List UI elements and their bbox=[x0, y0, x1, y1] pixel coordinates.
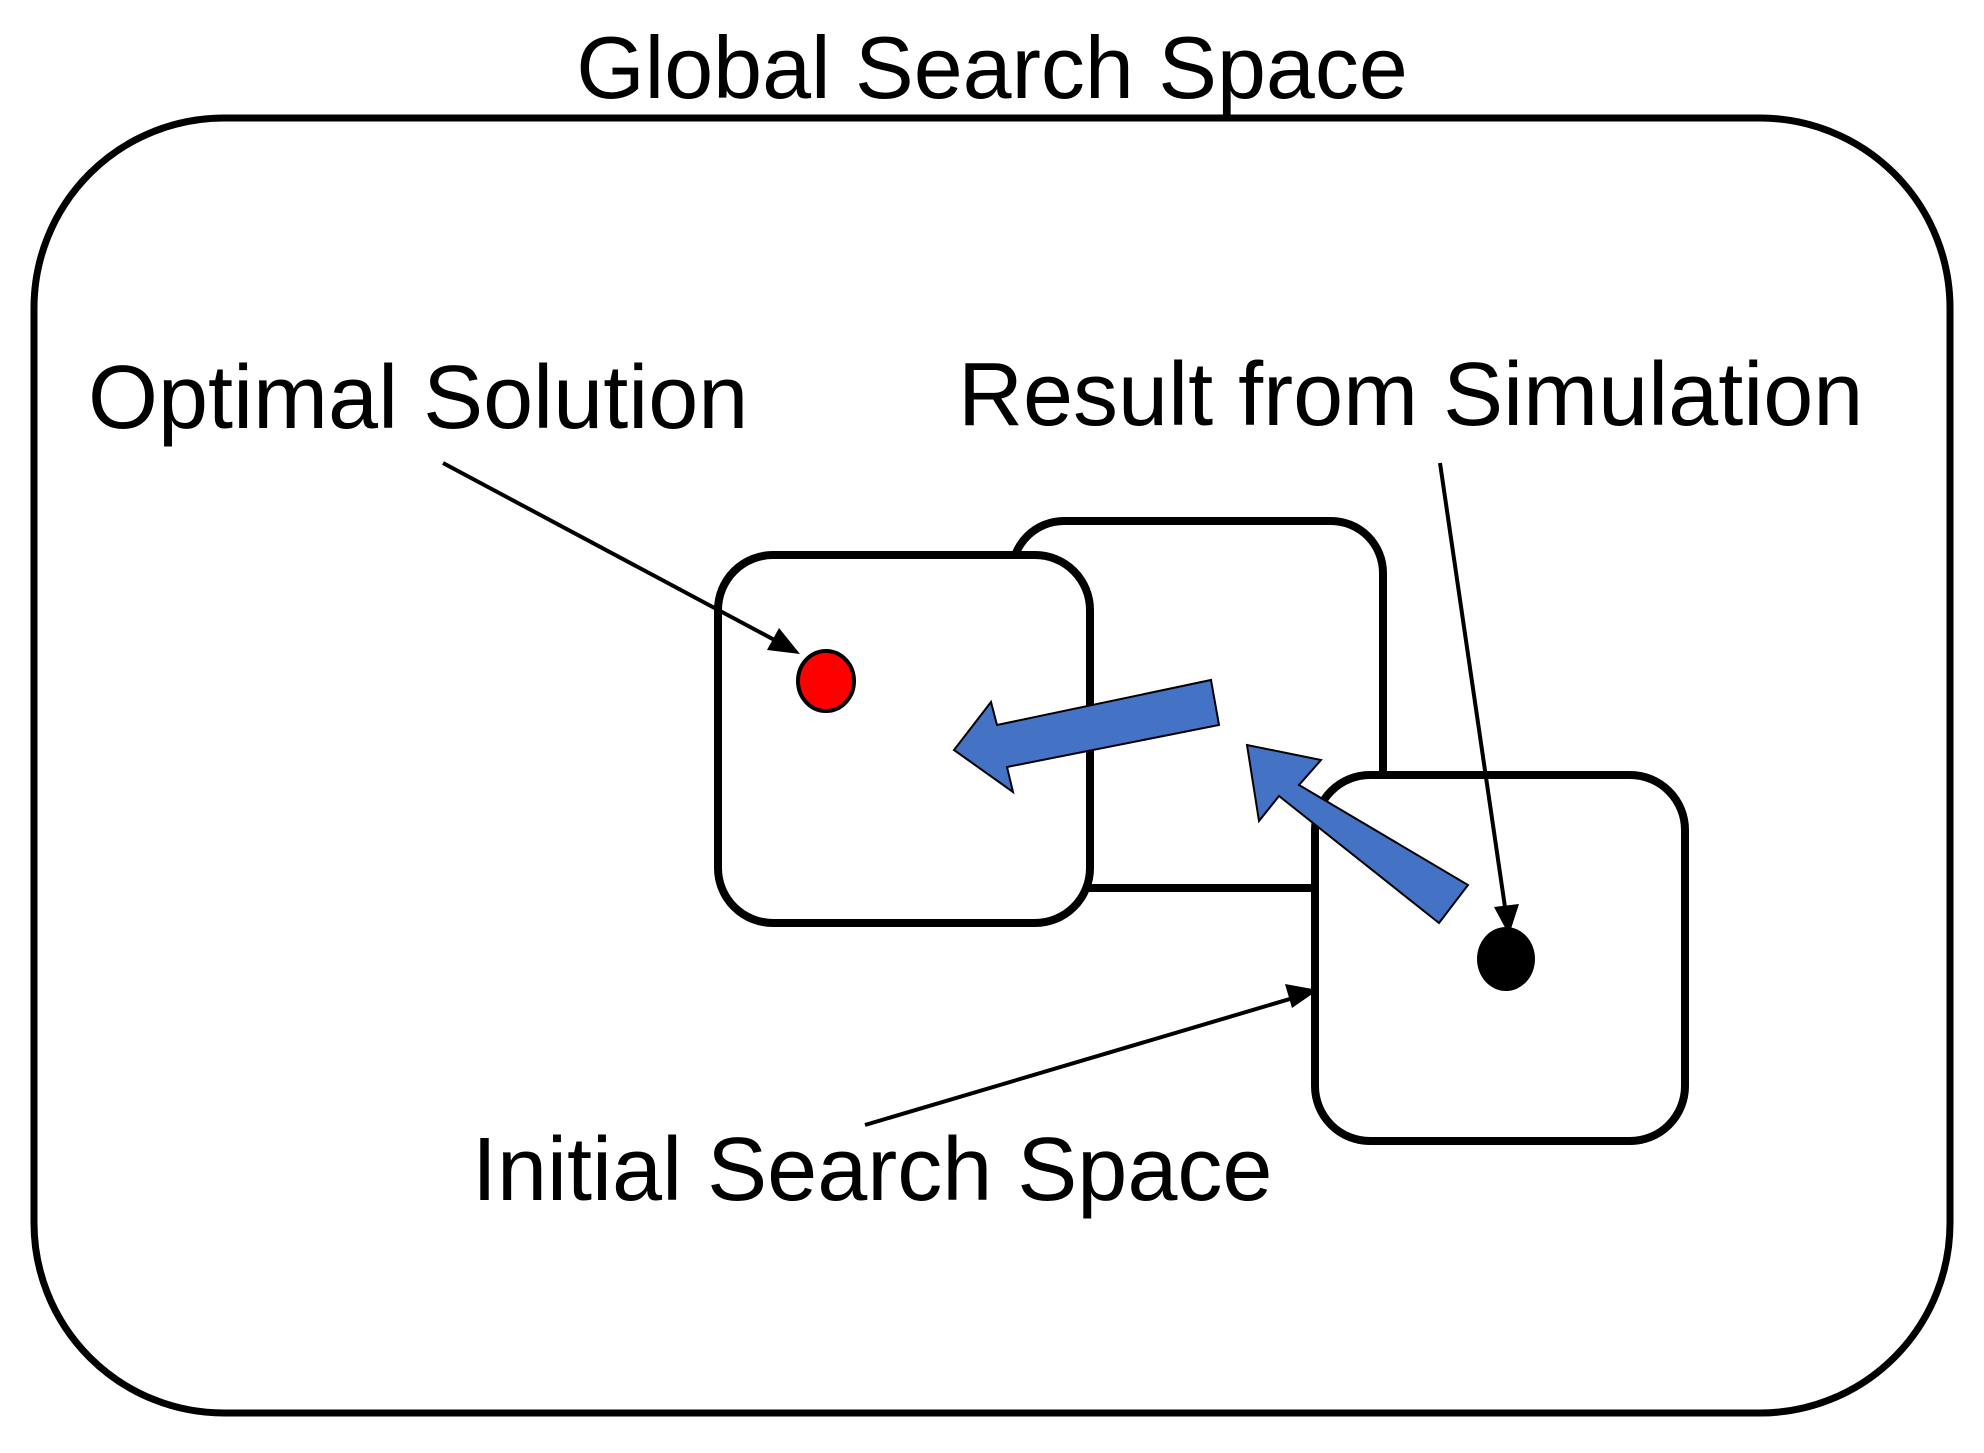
move-arrow-middle-to-optimal bbox=[952, 678, 1221, 795]
optimal-solution-pointer-head bbox=[767, 628, 800, 654]
optimal-solution-pointer-line bbox=[442, 461, 783, 646]
result-from-simulation-label: Result from Simulation bbox=[958, 345, 1863, 445]
initial-search-space-pointer-head bbox=[1285, 984, 1318, 1008]
simulation-result-pointer-line bbox=[1438, 462, 1508, 915]
initial-search-space-pointer-line bbox=[864, 994, 1301, 1127]
diagram-title: Global Search Space bbox=[576, 18, 1408, 117]
simulation-result-pointer-head bbox=[1494, 904, 1519, 935]
optimal-solution-label: Optimal Solution bbox=[88, 348, 748, 448]
initial-search-space-label: Initial Search Space bbox=[472, 1120, 1272, 1220]
simulation-result-point bbox=[1477, 927, 1535, 991]
optimal-solution-point bbox=[796, 649, 856, 713]
move-arrow-initial-to-middle bbox=[1245, 743, 1470, 925]
